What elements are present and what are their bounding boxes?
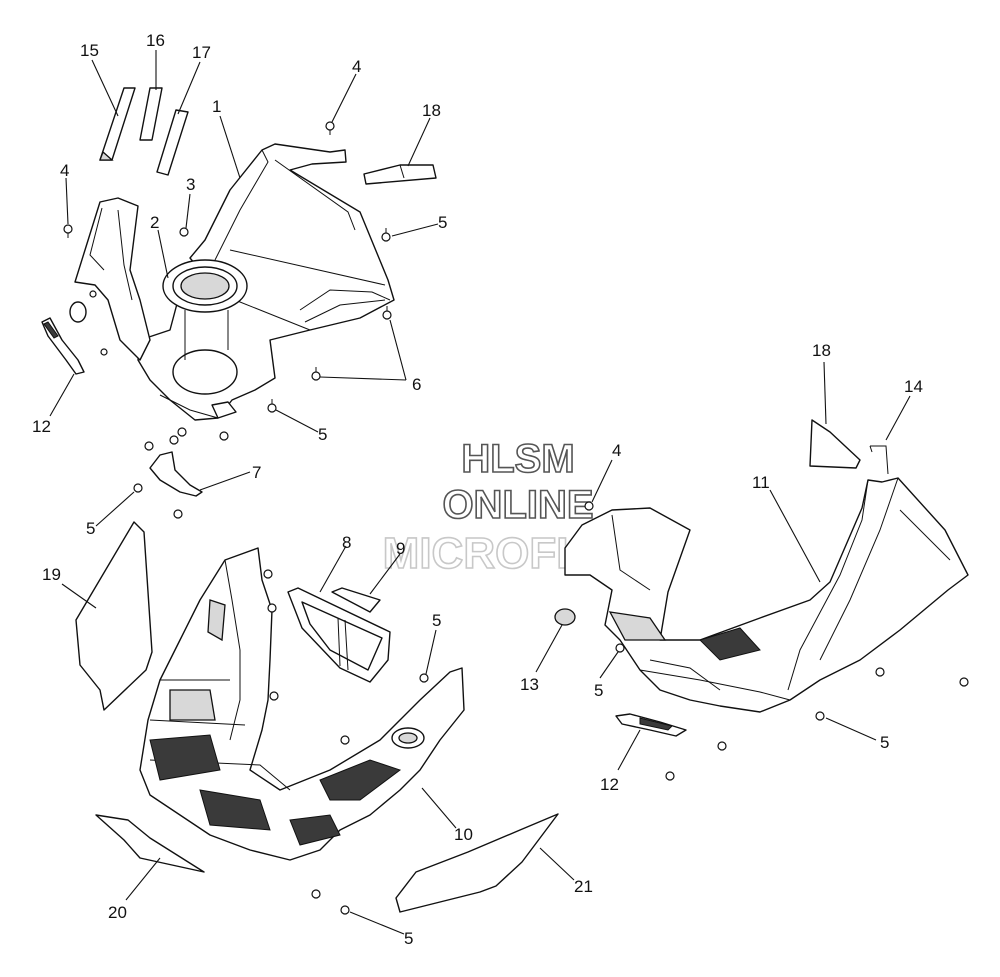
decal-21 (395, 813, 559, 913)
callout-5f: 5 (594, 681, 603, 700)
callout-labels: 15 16 17 4 18 1 3 4 2 5 6 12 5 7 5 19 8 … (32, 31, 923, 948)
callout-3: 3 (186, 175, 195, 194)
callout-17: 17 (192, 43, 211, 62)
decal-18-right (809, 419, 861, 469)
callout-5b: 5 (318, 425, 327, 444)
push-rivet-5b (267, 399, 277, 413)
push-rivet-c (177, 427, 187, 437)
right-body-panel-11 (564, 477, 969, 713)
callout-6: 6 (412, 375, 421, 394)
screw-small-b (100, 348, 108, 356)
decal-9 (331, 587, 381, 613)
callout-8: 8 (342, 533, 351, 552)
decal-18-upper (363, 164, 437, 185)
push-rivet-5e (340, 905, 350, 915)
callout-5g: 5 (880, 733, 889, 752)
decal-19 (75, 521, 153, 711)
fasteners-upper-left (63, 121, 392, 441)
push-rivet-5a (381, 228, 391, 242)
callout-4a: 4 (60, 161, 69, 180)
callout-5c: 5 (86, 519, 95, 538)
callout-1: 1 (212, 97, 221, 116)
vent-panel-8 (287, 587, 391, 683)
watermark-line-1: HLSM (461, 437, 574, 481)
screw-small-a (89, 290, 97, 298)
push-rivet-5g (815, 711, 825, 721)
push-rivet-6a (382, 306, 392, 320)
callout-15: 15 (80, 41, 99, 60)
bracket-12-lower (615, 713, 687, 737)
callout-18a: 18 (422, 101, 441, 120)
callout-14: 14 (904, 377, 923, 396)
callout-5a: 5 (438, 213, 447, 232)
lower-body-panel-10 (139, 547, 465, 861)
push-rivet-5d (419, 673, 429, 683)
leader-lines (49, 50, 911, 935)
decal-20 (95, 814, 205, 873)
callout-5e: 5 (404, 929, 413, 948)
callout-20: 20 (108, 903, 127, 922)
push-rivet-4b (325, 121, 335, 135)
push-rivet-5c (133, 483, 143, 493)
bracket-12-upper (41, 317, 85, 375)
callout-13: 13 (520, 675, 539, 694)
watermark-line-2: ONLINE (442, 483, 593, 527)
callout-12a: 12 (32, 417, 51, 436)
callout-19: 19 (42, 565, 61, 584)
callout-4c: 4 (612, 441, 621, 460)
fasteners-right (584, 501, 969, 781)
callout-2: 2 (150, 213, 159, 232)
callout-16: 16 (146, 31, 165, 50)
push-rivet-4a (63, 224, 73, 238)
push-rivet-6b (311, 367, 321, 381)
callout-7: 7 (252, 463, 261, 482)
clip-14 (869, 445, 889, 475)
decal-16 (139, 87, 163, 141)
callout-18b: 18 (812, 341, 831, 360)
gauge-bezel-2 (162, 259, 248, 360)
bracket-7 (133, 435, 203, 519)
decal-15 (99, 87, 136, 161)
decal-17 (156, 109, 189, 176)
push-rivet-5f (615, 643, 625, 653)
callout-4b: 4 (352, 57, 361, 76)
push-rivet-d (219, 431, 229, 441)
decals-15-16-17 (99, 87, 189, 176)
callout-12b: 12 (600, 775, 619, 794)
panel-opening (172, 349, 238, 395)
callout-11: 11 (752, 473, 770, 492)
grommet-13 (554, 608, 576, 626)
callout-9: 9 (396, 539, 405, 558)
fasteners-lower-left (263, 569, 429, 915)
callout-5d: 5 (432, 611, 441, 630)
left-air-duct (69, 197, 151, 361)
callout-10: 10 (454, 825, 473, 844)
washer-3 (179, 227, 189, 237)
callout-21: 21 (574, 877, 593, 896)
push-rivet-4c (584, 501, 594, 511)
